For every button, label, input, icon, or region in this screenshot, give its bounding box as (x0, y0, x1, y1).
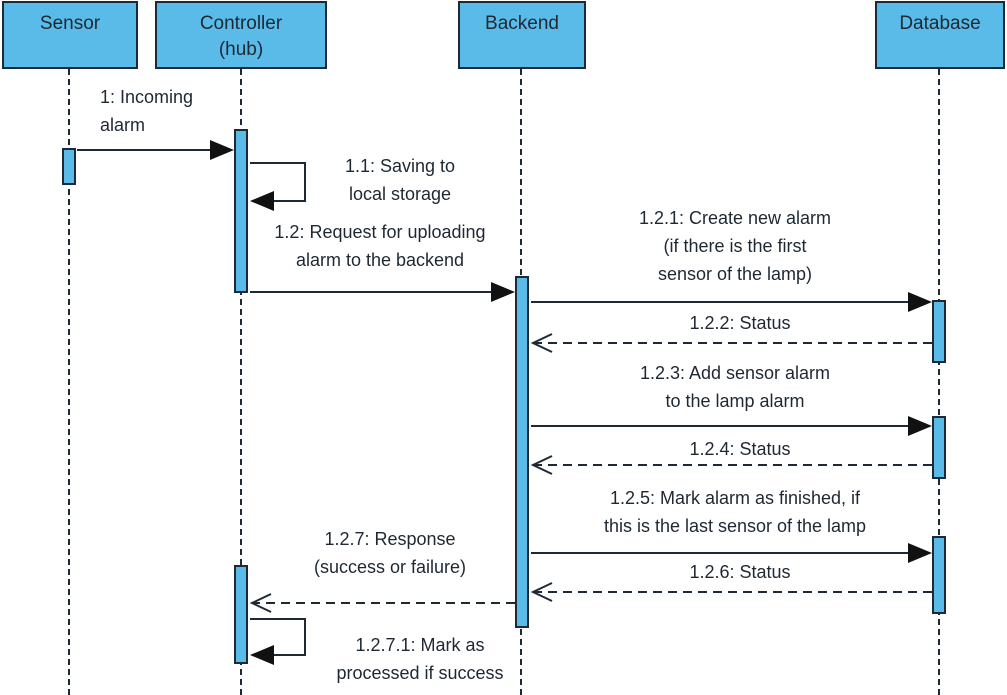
message-label-m126: 1.2.6: Status (689, 562, 791, 582)
arrowhead-m12 (491, 282, 515, 302)
message-label-m123: 1.2.3: Add sensor alarm to the lamp alar… (639, 363, 831, 411)
activation-database-3 (932, 536, 946, 614)
arrowhead-m125 (908, 543, 932, 563)
message-label-m12: 1.2: Request for uploading alarm to the … (274, 222, 486, 270)
arrowhead-m1 (210, 140, 234, 160)
participant-controller-subtitle: (hub) (218, 39, 264, 60)
participant-sensor-name: Sensor (39, 13, 101, 34)
activation-sensor (62, 148, 76, 185)
arrowhead-m1271 (250, 645, 274, 665)
activation-database-2 (932, 416, 946, 479)
participant-sensor: Sensor (2, 1, 138, 69)
activation-controller-2 (234, 565, 248, 664)
arrowhead-m126 (530, 582, 553, 602)
arrowhead-m11 (250, 191, 274, 211)
message-label-m122: 1.2.2: Status (689, 313, 791, 333)
participant-database-name: Database (899, 13, 981, 34)
message-label-m1271: 1.2.7.1: Mark as processed if success (336, 635, 504, 683)
message-label-m11: 1.1: Saving to local storage (344, 156, 456, 204)
participant-controller-name: Controller (199, 13, 283, 34)
arrowhead-m127 (249, 593, 272, 613)
participant-backend: Backend (458, 1, 586, 69)
activation-controller-1 (234, 129, 248, 293)
lifeline-database (938, 69, 940, 695)
activation-database-1 (932, 300, 946, 363)
message-label-m121: 1.2.1: Create new alarm (if there is the… (638, 208, 832, 284)
message-label-m1: 1: Incoming alarm (100, 87, 194, 135)
arrowhead-m123 (908, 416, 932, 436)
arrowhead-m124 (530, 455, 553, 475)
message-label-m125: 1.2.5: Mark alarm as finished, if this i… (603, 488, 867, 536)
participant-controller: Controller (hub) (155, 1, 327, 69)
arrow-m11 (250, 162, 306, 202)
message-label-m127: 1.2.7: Response (success or failure) (313, 529, 467, 577)
lifeline-sensor (68, 69, 70, 695)
arrowhead-m121 (908, 292, 932, 312)
participant-backend-name: Backend (485, 13, 559, 34)
arrow-m1271 (250, 618, 306, 656)
arrowhead-m122 (530, 333, 553, 353)
activation-backend (515, 276, 529, 628)
message-label-m124: 1.2.4: Status (689, 439, 791, 459)
lifeline-controller (240, 69, 242, 695)
participant-database: Database (875, 1, 1005, 69)
